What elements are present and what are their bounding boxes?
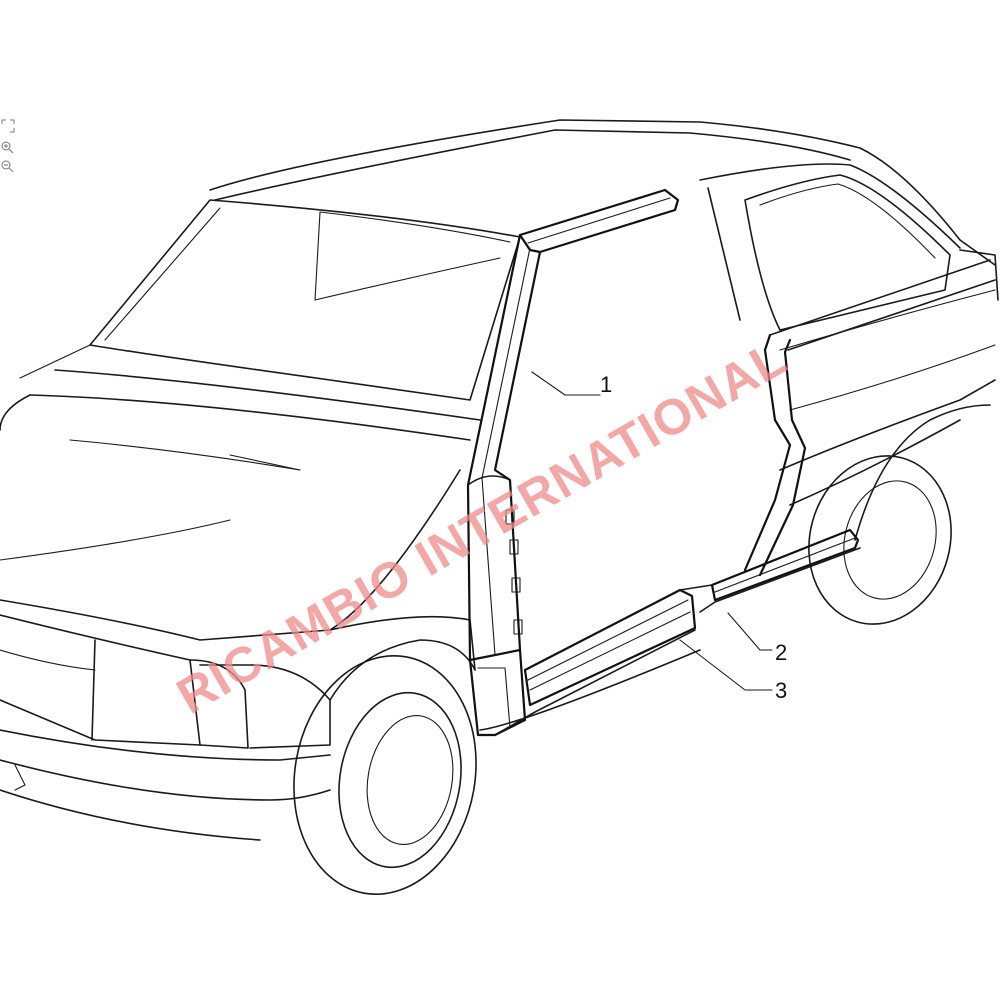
part-2-sill-rear[interactable] (699, 528, 861, 613)
viewer-tools[interactable] (1, 119, 15, 173)
zoom-out-icon[interactable] (1, 160, 14, 173)
watermark-text: RICAMBIO INTERNATIONAL (168, 329, 796, 724)
callout-number-1: 1 (600, 372, 612, 397)
b-pillar (743, 259, 996, 577)
rear-wheel (808, 455, 952, 625)
callout-number-2: 2 (775, 640, 787, 665)
zoom-in-icon[interactable] (1, 141, 14, 154)
part-3-sill-front[interactable] (494, 588, 697, 736)
callout-number-3: 3 (775, 678, 787, 703)
callout-2: 2 (727, 612, 787, 665)
callout-1: 1 (531, 371, 612, 397)
car-body (0, 119, 999, 896)
sill-joint (679, 584, 713, 591)
part-1-pillar-frame[interactable] (466, 188, 680, 737)
expand-icon[interactable] (1, 119, 15, 133)
front-wheel (293, 654, 477, 896)
callout-3: 3 (679, 639, 787, 703)
